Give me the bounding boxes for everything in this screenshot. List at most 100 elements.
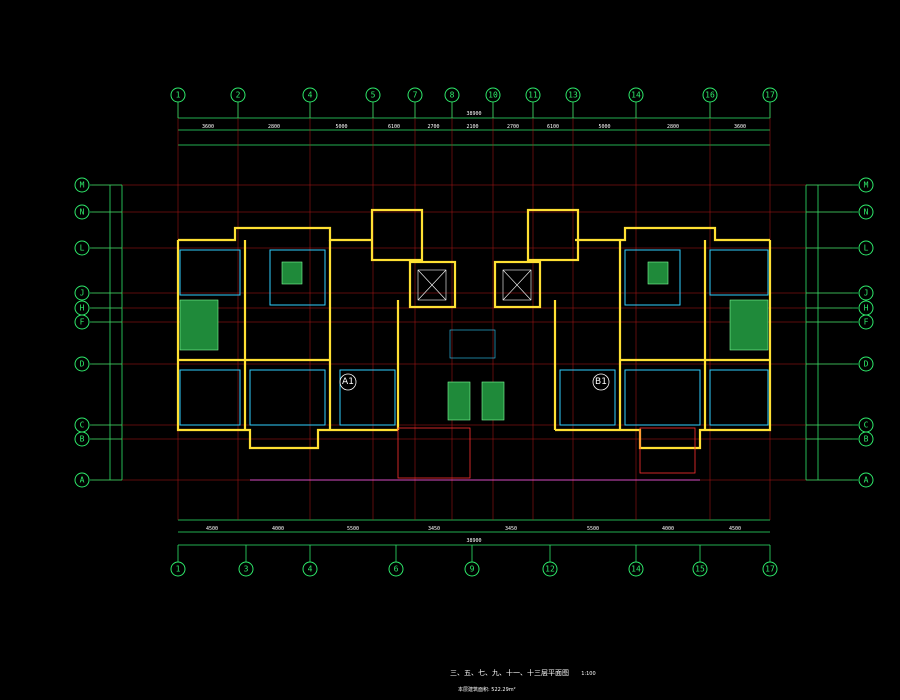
svg-text:L: L: [864, 244, 869, 253]
svg-text:10: 10: [488, 91, 498, 100]
svg-text:J: J: [80, 289, 85, 298]
svg-text:C: C: [864, 421, 869, 430]
grid-bubble-top-16: 16: [702, 87, 718, 103]
drawing-subtitle: 本层建筑面积: 522.29m²: [458, 687, 516, 693]
grid-bubble-bottom-17: 17: [762, 561, 778, 577]
svg-text:17: 17: [765, 565, 775, 574]
svg-text:4: 4: [308, 565, 313, 574]
grid-bubble-top-10: 10: [485, 87, 501, 103]
grid-bubble-left-M: M: [74, 177, 90, 193]
top-dimension-label: 5000: [335, 124, 347, 130]
grid-bubble-top-14: 14: [628, 87, 644, 103]
grid-bubble-right-B: B: [858, 431, 874, 447]
svg-text:17: 17: [765, 91, 775, 100]
svg-text:16: 16: [705, 91, 715, 100]
grid-bubble-right-N: N: [858, 204, 874, 220]
grid-bubble-right-D: D: [858, 356, 874, 372]
grid-bubble-bottom-14: 14: [628, 561, 644, 577]
bottom-column-bubbles: 1 3 4 6 9 12 14 15 17: [170, 545, 778, 577]
bottom-dimension-label: 5500: [347, 526, 359, 532]
bottom-dimension-label: 3450: [505, 526, 517, 532]
top-dimension-label: 6100: [388, 124, 400, 130]
svg-text:7: 7: [413, 91, 418, 100]
svg-text:J: J: [864, 289, 869, 298]
bottom-dimension-label: 4500: [206, 526, 218, 532]
top-dimension-label: 5000: [598, 124, 610, 130]
svg-text:B: B: [864, 435, 869, 444]
top-dimension-label: 2800: [667, 124, 679, 130]
svg-text:H: H: [864, 304, 869, 313]
balconies: [250, 427, 700, 481]
grid-bubble-right-C: C: [858, 417, 874, 433]
grid-bubble-bottom-1: 1: [170, 561, 186, 577]
svg-text:1: 1: [176, 565, 181, 574]
grid-bubble-left-J: J: [74, 285, 90, 301]
svg-text:N: N: [864, 208, 869, 217]
svg-text:D: D: [864, 360, 869, 369]
grid-bubble-right-F: F: [858, 314, 874, 330]
grid-bubble-bottom-12: 12: [542, 561, 558, 577]
grid-bubble-top-5: 5: [365, 87, 381, 103]
svg-text:13: 13: [568, 91, 578, 100]
svg-text:12: 12: [545, 565, 555, 574]
dimension-lines: [109, 117, 819, 546]
grid-bubble-top-7: 7: [407, 87, 423, 103]
drawing-scale: 1:100: [581, 671, 596, 677]
bottom-dimension-label: 3450: [428, 526, 440, 532]
svg-text:D: D: [80, 360, 85, 369]
svg-text:A: A: [864, 476, 869, 485]
grid-bubble-bottom-4: 4: [302, 561, 318, 577]
grid-bubble-left-H: H: [74, 300, 90, 316]
svg-text:2: 2: [236, 91, 241, 100]
exterior-walls: [176, 208, 772, 450]
svg-text:L: L: [80, 244, 85, 253]
svg-text:A: A: [80, 476, 85, 485]
svg-text:F: F: [80, 318, 85, 327]
top-dimension-label: 2700: [427, 124, 439, 130]
left-row-bubbles: M N L JHF D CB A: [74, 177, 122, 488]
unit-label-left: A1: [342, 377, 354, 387]
svg-text:5: 5: [371, 91, 376, 100]
svg-text:C: C: [80, 421, 85, 430]
svg-text:N: N: [80, 208, 85, 217]
grid-bubble-bottom-6: 6: [388, 561, 404, 577]
svg-text:M: M: [80, 181, 85, 190]
grid-bubble-left-N: N: [74, 204, 90, 220]
grid-bubble-right-L: L: [858, 240, 874, 256]
bottom-dimension-label: 5500: [587, 526, 599, 532]
grid-bubble-left-D: D: [74, 356, 90, 372]
grid-bubble-top-17: 17: [762, 87, 778, 103]
column-grid-lines: [177, 103, 771, 520]
stair-core: [417, 269, 532, 359]
bottom-total-dimension: 38900: [466, 538, 481, 544]
interior-partitions: [179, 249, 769, 426]
svg-text:6: 6: [394, 565, 399, 574]
grid-bubble-left-C: C: [74, 417, 90, 433]
svg-text:15: 15: [695, 565, 705, 574]
bottom-dimension-label: 4000: [662, 526, 674, 532]
svg-text:3: 3: [244, 565, 249, 574]
top-dimension-label: 2700: [507, 124, 519, 130]
top-dimension-label: 2100: [466, 124, 478, 130]
svg-text:14: 14: [631, 91, 641, 100]
grid-bubble-top-11: 11: [525, 87, 541, 103]
grid-bubble-left-B: B: [74, 431, 90, 447]
top-dimension-label: 6100: [547, 124, 559, 130]
svg-text:9: 9: [470, 565, 475, 574]
bottom-dimension-label: 4000: [272, 526, 284, 532]
grid-bubble-top-4: 4: [302, 87, 318, 103]
svg-text:F: F: [864, 318, 869, 327]
svg-text:14: 14: [631, 565, 641, 574]
top-dimension-label: 3600: [734, 124, 746, 130]
drawing-title-text: 三、五、七、九、十一、十三层平面图: [450, 669, 569, 677]
svg-text:B: B: [80, 435, 85, 444]
grid-bubble-bottom-15: 15: [692, 561, 708, 577]
unit-labels: A1 B1: [339, 373, 610, 391]
bathroom-fixtures: [179, 261, 769, 421]
bottom-dimension-label: 4500: [729, 526, 741, 532]
grid-bubble-left-L: L: [74, 240, 90, 256]
